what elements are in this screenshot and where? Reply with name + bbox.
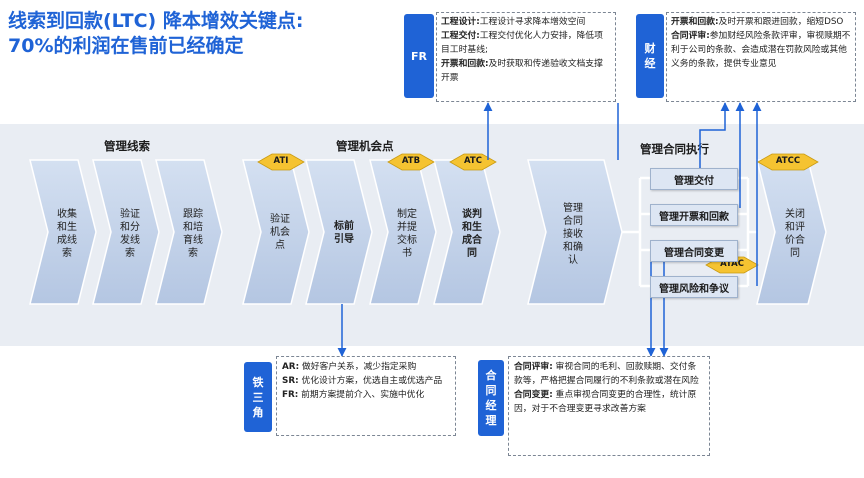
- chevron-track-nurture: [155, 159, 223, 305]
- cm-note-item-1: 合同评审: 审视合同的毛利、回款赎期、交付条款等，严格把握合同履行的不利条款或潜…: [514, 362, 699, 386]
- chevron-label-negotiate: 谈判 和生 成合 同: [462, 209, 482, 259]
- finance-note: 开票和回款:及时开票和跟进回款，缩短DSO 合同评审:参加财经风险条款评审，审视…: [666, 12, 856, 102]
- milestone-label-atcc: ATCC: [775, 156, 801, 166]
- chevron-label-make-bid: 制定 并提 交标 书: [397, 209, 417, 259]
- chevron-label-verify-opp: 验证 机会 点: [270, 214, 290, 251]
- iron-triangle-note: AR: 做好客户关系，减少指定采购 SR: 优化设计方案，优选自主或优选产品 F…: [276, 356, 456, 436]
- contract-manager-tag: 合 同 经 理: [478, 360, 504, 436]
- iron-triangle-tag: 铁 三 角: [244, 362, 272, 432]
- chevron-label-bid-guide: 标前 引导: [334, 221, 354, 245]
- finance-tag: 财 经: [636, 14, 664, 98]
- milestone-label-atc: ATC: [464, 156, 482, 166]
- group-label-contract: 管理合同执行: [640, 142, 709, 156]
- fr-note: 工程设计:工程设计寻求降本增效空间 工程交付:工程交付优化人力安排，降低项目工时…: [436, 12, 616, 102]
- milestone-label-ati: ATI: [273, 156, 289, 166]
- page-title-line1: 线索到回款(LTC) 降本增效关键点:: [8, 10, 304, 32]
- milestone-label-atac: ATAC: [720, 259, 744, 269]
- iron-note-item-1: AR: 做好客户关系，减少指定采购: [282, 362, 417, 372]
- arrow-delivery-to-finance: [699, 102, 730, 168]
- contract-item-risk: 管理风险和争议: [650, 276, 738, 298]
- finance-note-item-1: 开票和回款:及时开票和跟进回款，缩短DSO: [671, 17, 844, 27]
- finance-note-item-2: 合同评审:参加财经风险条款评审，审视赎期不利于公司的条款、会造成潜在罚款风险或其…: [671, 31, 851, 69]
- milestone-atc: [449, 153, 497, 171]
- fr-note-item-2: 工程交付:工程交付优化人力安排，降低项目工时基线;: [441, 31, 603, 55]
- chevron-label-manage-contract: 管理 合同 接收 和确 认: [563, 203, 583, 266]
- milestone-label-atb: ATB: [401, 156, 421, 166]
- milestone-atb: [387, 153, 435, 171]
- chevron-collect: [29, 159, 97, 305]
- fr-note-item-3: 开票和回款:及时获取和传递验收文档支撑开票: [441, 59, 603, 83]
- contract-item-delivery: 管理交付: [650, 168, 738, 190]
- chevron-manage-contract: [527, 159, 623, 305]
- contract-item-billing: 管理开票和回款: [650, 204, 738, 226]
- iron-note-item-2: SR: 优化设计方案，优选自主或优选产品: [282, 376, 443, 386]
- iron-note-item-3: FR: 前期方案提前介入、实施中优化: [282, 390, 425, 400]
- contract-item-change: 管理合同变更: [650, 240, 738, 262]
- chevron-label-collect: 收集 和生 成线 索: [57, 209, 77, 259]
- contract-merge-lines: [738, 176, 757, 288]
- group-label-leads: 管理线索: [104, 139, 150, 153]
- page-title-line2: 70%的利润在售前已经确定: [8, 35, 244, 57]
- contract-manager-note: 合同评审: 审视合同的毛利、回款赎期、交付条款等，严格把握合同履行的不利条款或潜…: [508, 356, 710, 456]
- milestone-atcc: [757, 153, 819, 171]
- chevron-bid-guide: [305, 159, 373, 305]
- chevron-label-verify-distribute: 验证 和分 发线 索: [120, 209, 140, 259]
- cm-note-item-2: 合同变更: 重点审视合同变更的合理性，统计原因，对于不合理变更寻求改善方案: [514, 390, 697, 414]
- chevron-label-close-eval: 关闭 和评 价合 同: [785, 209, 805, 259]
- group-label-opportunity: 管理机会点: [336, 139, 394, 153]
- fr-tag: FR: [404, 14, 434, 98]
- milestone-ati: [257, 153, 305, 171]
- contract-branch-lines: [622, 176, 650, 288]
- chevron-label-track-nurture: 跟踪 和培 育线 索: [183, 209, 203, 259]
- fr-note-item-1: 工程设计:工程设计寻求降本增效空间: [441, 17, 586, 27]
- chevron-verify-distribute: [92, 159, 160, 305]
